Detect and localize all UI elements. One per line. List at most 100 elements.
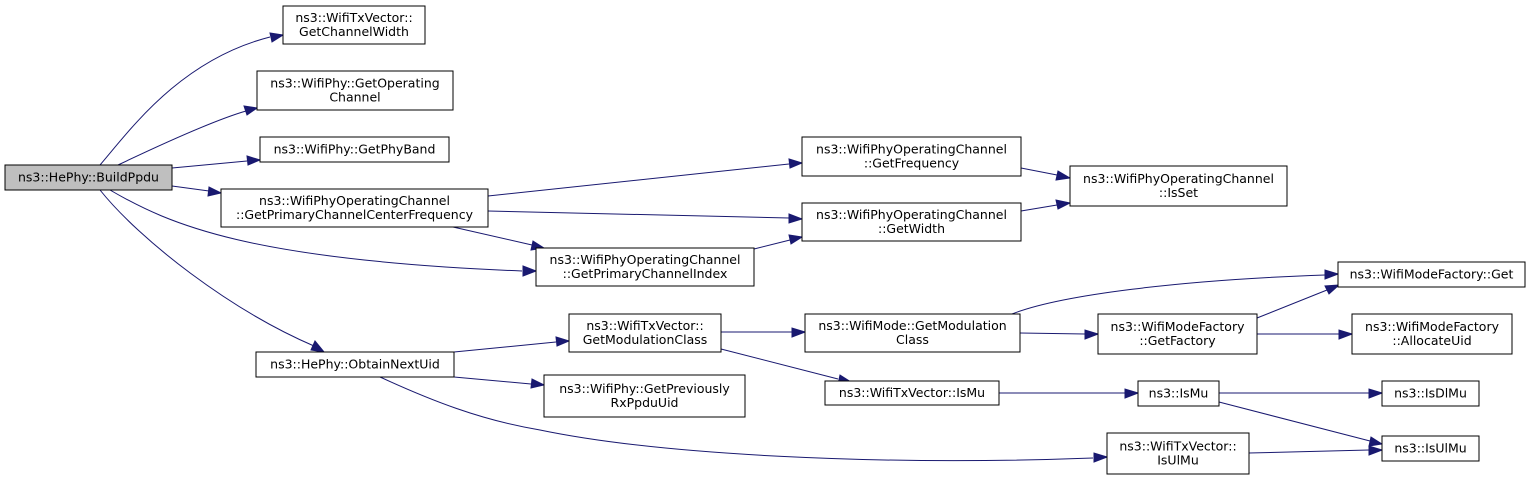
node-get-frequency[interactable]: ns3::WifiPhyOperatingChannel::GetFrequen… (801, 136, 1022, 177)
node-obtain-next-uid[interactable]: ns3::HePhy::ObtainNextUid (255, 351, 455, 378)
node-box (801, 202, 1022, 242)
node-label: Channel (329, 90, 380, 105)
node-label: RxPpduUid (611, 395, 679, 410)
node-get-primary-channel-center-frequency[interactable]: ns3::WifiPhyOperatingChannel::GetPrimary… (220, 188, 489, 228)
edge-line (99, 189, 315, 347)
arrowhead-icon (1055, 199, 1072, 210)
edge-line (1256, 289, 1328, 319)
node-label: ns3::HePhy::BuildPpdu (18, 170, 159, 185)
edge-line (720, 348, 839, 380)
edge-build_ppdu-to-obtain_next_uid (99, 189, 326, 353)
arrowhead-icon (522, 265, 538, 277)
edge-get_primary_channel_index-to-get_width (753, 234, 804, 250)
node-box (535, 247, 755, 287)
edge-line (1218, 401, 1371, 442)
edge-line (1019, 332, 1086, 335)
node-label: ns3::WifiTxVector:: (586, 318, 703, 333)
node-build-ppdu[interactable]: ns3::HePhy::BuildPpdu (4, 164, 173, 191)
node-box (1351, 313, 1513, 355)
node-allocate-uid[interactable]: ns3::WifiModeFactory::AllocateUid (1351, 313, 1513, 355)
node-box (4, 164, 173, 191)
node-label: ::GetFrequency (864, 156, 960, 171)
edge-get_modulation_class_mode-to-wifi_mode_factory_get (1011, 269, 1340, 315)
edge-get_width-to-is_set (1020, 199, 1072, 212)
edge-line (487, 210, 790, 219)
edge-line (171, 160, 248, 169)
node-get-width[interactable]: ns3::WifiPhyOperatingChannel::GetWidth (801, 202, 1022, 242)
arrowhead-icon (1084, 329, 1100, 340)
node-label: ::GetPrimaryChannelCenterFrequency (236, 207, 474, 222)
node-label: ns3::IsDlMu (1394, 386, 1467, 401)
edge-obtain_next_uid-to-get_previously_rx_ppdu_uid (453, 376, 546, 389)
edge-line (1020, 167, 1058, 176)
node-get-modulation-class-txv[interactable]: ns3::WifiTxVector::GetModulationClass (568, 313, 722, 353)
node-get-modulation-class-mode[interactable]: ns3::WifiMode::GetModulationClass (804, 313, 1021, 353)
node-box (255, 351, 455, 378)
edge-line (1011, 274, 1326, 315)
edge-build_ppdu-to-get_channel_width (99, 32, 285, 166)
node-box (1106, 432, 1250, 475)
node-label: ns3::WifiMode::GetModulation (818, 318, 1006, 333)
node-box (543, 374, 746, 418)
node-box (1097, 313, 1258, 355)
node-box (1381, 435, 1480, 462)
node-label: ns3::WifiTxVector:: (1119, 439, 1236, 454)
node-get-channel-width[interactable]: ns3::WifiTxVector::GetChannelWidth (282, 5, 426, 45)
arrowhead-icon (1124, 388, 1140, 399)
arrowhead-icon (310, 340, 326, 353)
edges-layer (99, 32, 1384, 463)
arrowhead-icon (1324, 284, 1341, 295)
edge-line (117, 110, 247, 166)
arrowhead-icon (788, 234, 804, 245)
node-label: ::IsSet (1159, 185, 1198, 200)
node-label: ns3::WifiPhyOperatingChannel (259, 193, 450, 208)
arrowhead-icon (791, 327, 807, 338)
node-label: GetChannelWidth (299, 24, 409, 39)
edge-line (171, 185, 210, 192)
arrowhead-icon (1338, 329, 1354, 340)
node-wifi-mode-factory-get[interactable]: ns3::WifiModeFactory::Get (1337, 261, 1526, 288)
node-label: ::AllocateUid (1392, 333, 1471, 348)
node-label: ns3::WifiTxVector:: (295, 10, 412, 25)
node-is-mu-txv[interactable]: ns3::WifiTxVector::IsMu (824, 380, 1000, 406)
node-box (256, 70, 454, 111)
node-label: ns3::WifiPhy::GetPhyBand (274, 142, 436, 157)
node-box (1069, 165, 1288, 207)
node-label: IsUlMu (1157, 453, 1199, 468)
node-is-set[interactable]: ns3::WifiPhyOperatingChannel::IsSet (1069, 165, 1288, 207)
node-box (568, 313, 722, 353)
edge-is_ul_mu_txv-to-is_ul_mu (1248, 445, 1384, 456)
edge-get_modulation_class_txv-to-get_modulation_class_mode (721, 327, 807, 338)
edge-build_ppdu-to-get_primary_channel_center_frequency (171, 185, 223, 197)
node-label: ns3::WifiPhyOperatingChannel (550, 252, 741, 267)
node-label: ns3::WifiPhy::GetPreviously (559, 381, 730, 396)
node-get-phy-band[interactable]: ns3::WifiPhy::GetPhyBand (259, 136, 450, 163)
node-label: ns3::WifiModeFactory::Get (1350, 267, 1514, 282)
arrowhead-icon (207, 186, 223, 197)
node-label: ::GetWidth (878, 221, 945, 236)
edge-line (453, 376, 532, 385)
arrowhead-icon (1368, 436, 1384, 447)
node-label: ::GetFactory (1139, 333, 1216, 348)
node-label: Class (896, 332, 929, 347)
node-is-dl-mu[interactable]: ns3::IsDlMu (1381, 380, 1480, 407)
edge-line (453, 341, 557, 353)
node-get-primary-channel-index[interactable]: ns3::WifiPhyOperatingChannel::GetPrimary… (535, 247, 755, 287)
node-label: ns3::WifiTxVector::IsMu (839, 385, 985, 400)
node-box (220, 188, 489, 228)
node-is-ul-mu[interactable]: ns3::IsUlMu (1381, 435, 1480, 462)
node-is-ul-mu-txv[interactable]: ns3::WifiTxVector::IsUlMu (1106, 432, 1250, 475)
edge-get_factory-to-wifi_mode_factory_get (1256, 284, 1341, 319)
edge-is_mu-to-is_dl_mu (1219, 388, 1384, 399)
edge-line (753, 239, 791, 250)
edge-get_factory-to-allocate_uid (1257, 329, 1354, 340)
edge-line (1020, 204, 1058, 212)
arrowhead-icon (1368, 388, 1384, 399)
node-get-factory[interactable]: ns3::WifiModeFactory::GetFactory (1097, 313, 1258, 355)
node-is-mu[interactable]: ns3::IsMu (1137, 380, 1220, 407)
edge-is_mu-to-is_ul_mu (1218, 401, 1384, 447)
node-box (259, 136, 450, 163)
